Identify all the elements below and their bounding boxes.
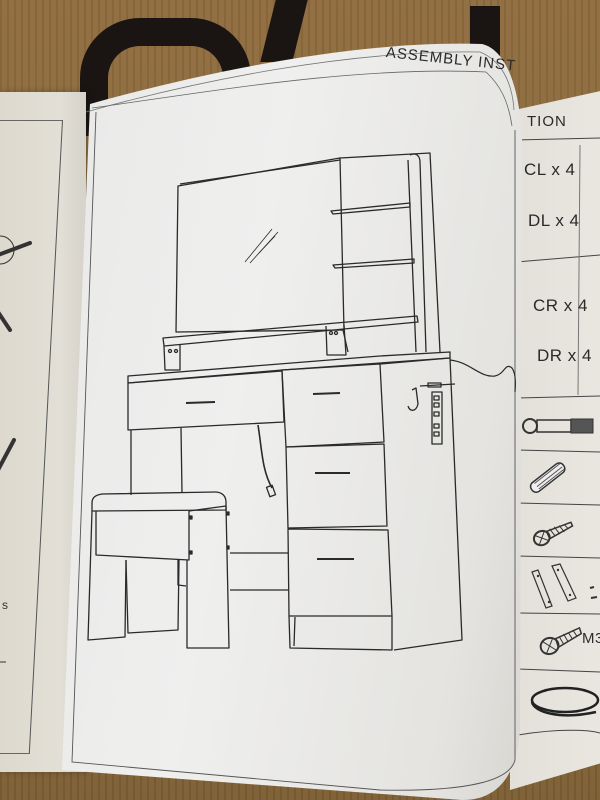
cam-bolt-icon: [522, 418, 594, 434]
right-page-parts-list: [510, 90, 600, 790]
drawer-1: [281, 363, 385, 448]
part-label-cr: CR x 4: [533, 296, 588, 315]
metal-bracket-icon: [531, 563, 598, 609]
felt-pad-icon: [530, 686, 600, 717]
part-label-dr: DR x 4: [537, 346, 592, 365]
top-left-drawer: [127, 370, 285, 431]
left-page-text-fragment: s: [2, 598, 8, 612]
part-label-m3: M3: [582, 630, 600, 647]
screw-m3-icon: [539, 626, 583, 656]
shelf-unit-drawing: [330, 152, 441, 353]
wooden-dowel-icon: [529, 462, 566, 493]
part-label-dl: DL x 4: [528, 211, 580, 230]
main-instruction-page: [62, 30, 522, 800]
screw-icon: [532, 521, 574, 547]
parts-list-header-fragment: TION: [527, 113, 567, 130]
part-label-cl: CL x 4: [524, 160, 576, 179]
drawer-3: [287, 528, 393, 617]
mirror-drawing: [175, 157, 345, 333]
drawer-2: [285, 443, 388, 529]
stool-drawing: [87, 491, 230, 649]
power-strip-with-hook: [407, 359, 516, 445]
